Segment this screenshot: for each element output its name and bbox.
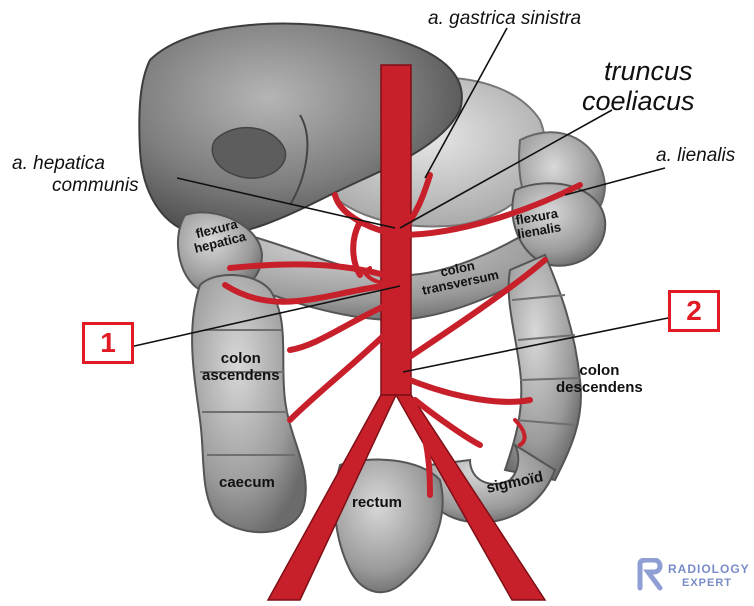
marker-1: 1 <box>82 322 134 364</box>
logo-line2: EXPERT <box>682 577 733 589</box>
logo-mark-icon <box>637 558 663 591</box>
right-colic-artery <box>287 297 401 353</box>
label-colon-descendens-line1: colon <box>579 362 620 379</box>
label-lienalis: a. lienalis <box>656 145 736 166</box>
label-colon-descendens-line2: descendens <box>556 379 643 396</box>
label-colon-descendens: colon descendens <box>556 362 643 396</box>
label-truncus-line2: coeliacus <box>582 86 695 116</box>
rectum <box>333 458 444 594</box>
label-truncus-line1: truncus <box>604 56 693 86</box>
logo-line1: RADIOLOGY <box>668 562 750 576</box>
label-gastrica-sinistra: a. gastrica sinistra <box>428 8 582 29</box>
left-colic-artery <box>402 257 548 363</box>
label-hepatica-line2: communis <box>52 175 139 196</box>
label-colon-ascendens-line1: colon <box>220 350 261 367</box>
left-iliac-artery <box>394 394 547 601</box>
label-colon-ascendens: colon ascendens <box>202 350 280 384</box>
splenic-artery <box>397 182 583 238</box>
colon-ascendens <box>191 274 307 534</box>
leader-lines <box>129 27 669 373</box>
label-colon-ascendens-line2: ascendens <box>202 367 280 384</box>
label-hepatica-line1: a. hepatica <box>12 153 105 174</box>
right-iliac-artery <box>266 394 398 601</box>
label-caecum: caecum <box>219 474 275 491</box>
middle-colic-artery <box>227 261 403 283</box>
marker-2: 2 <box>668 290 720 332</box>
ileocolic-artery <box>287 317 403 423</box>
label-rectum: rectum <box>352 494 403 511</box>
gastric-artery <box>397 172 433 238</box>
radiology-expert-logo: RADIOLOGY EXPERT <box>636 556 750 596</box>
